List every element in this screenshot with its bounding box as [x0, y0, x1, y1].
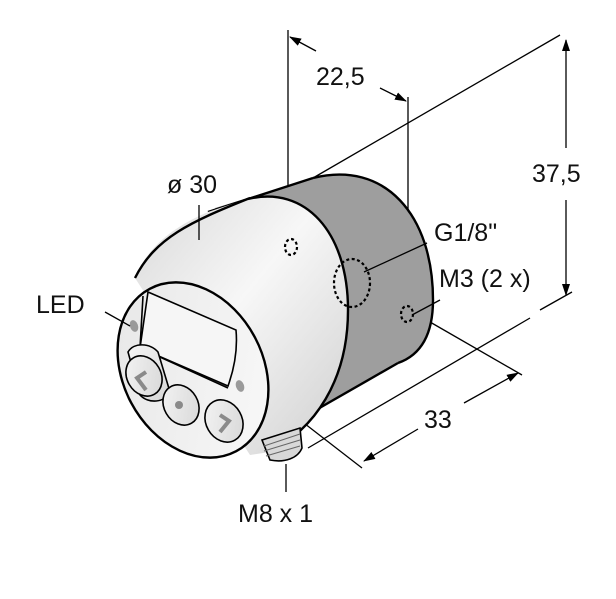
thread-g18-label: G1/8" — [434, 219, 497, 247]
dim-diameter-label: ø 30 — [167, 171, 217, 199]
dim-22-5-label: 22,5 — [316, 63, 365, 91]
m8-connector — [260, 426, 303, 462]
chevron-right-icon — [218, 413, 232, 434]
led-label: LED — [36, 291, 85, 319]
led-right-icon — [235, 380, 245, 392]
chevron-left-icon — [134, 370, 148, 392]
button-center[interactable] — [156, 378, 206, 431]
thread-m3-label: M3 (2 x) — [439, 265, 531, 293]
connector-m8-label: M8 x 1 — [238, 500, 313, 528]
dimension-lines — [287, 30, 573, 469]
dot-icon — [175, 401, 183, 409]
button-right[interactable] — [197, 393, 250, 449]
led-left-icon — [129, 320, 139, 332]
dim-33-label: 33 — [424, 406, 452, 434]
dim-37-5-label: 37,5 — [532, 160, 581, 188]
leader-lines — [104, 205, 441, 492]
